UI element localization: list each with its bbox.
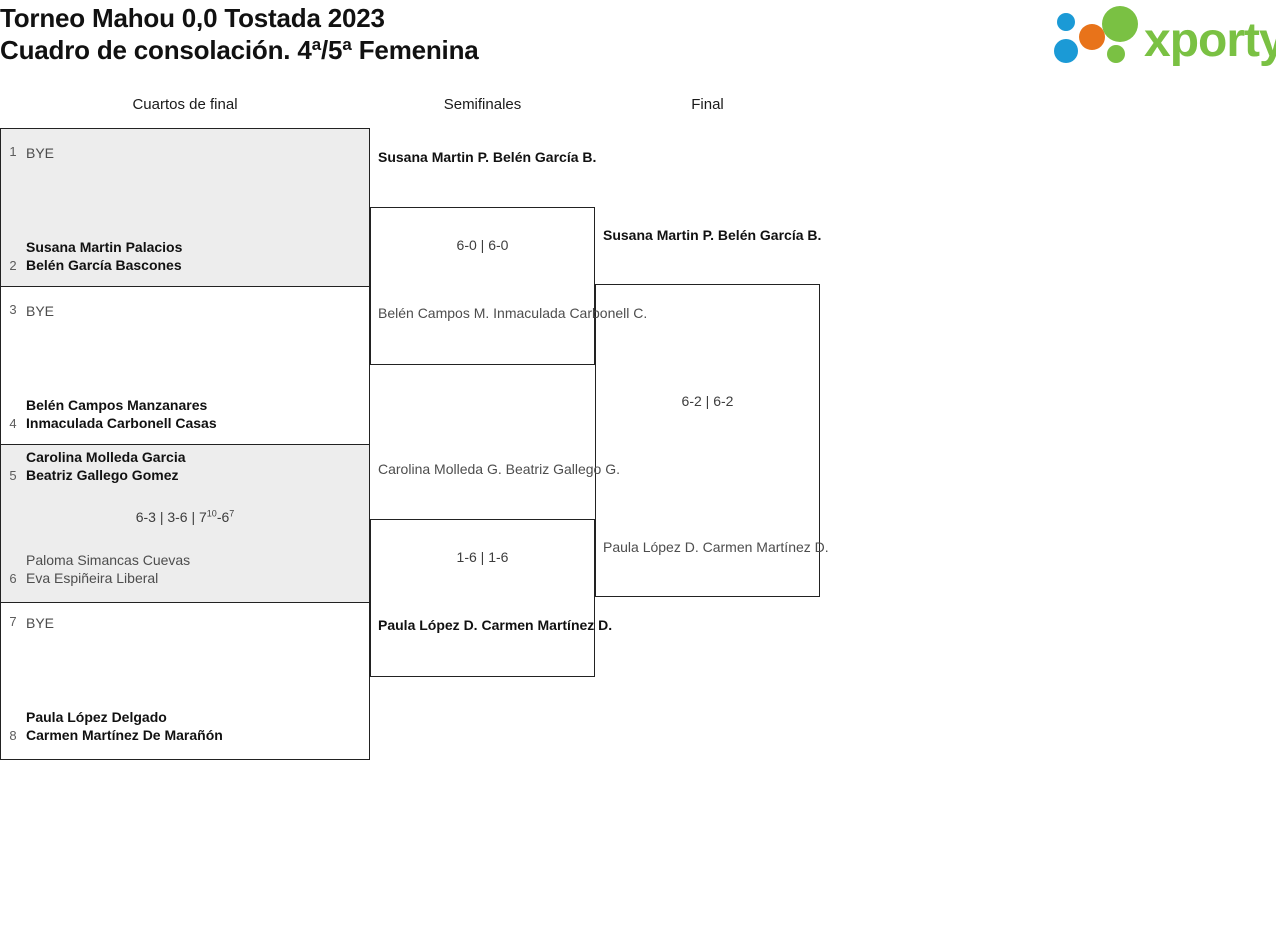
- seed-number: 5: [9, 468, 17, 483]
- team-slot-sf1-bottom[interactable]: Belén Campos M. Inmaculada Carbonell C.: [378, 305, 648, 321]
- team-slot-qf2-top[interactable]: 3 BYE: [0, 302, 54, 320]
- match-box-sf-2[interactable]: [370, 519, 595, 677]
- team-slot-qf4-bottom[interactable]: 8 Paula López Delgado Carmen Martínez De…: [0, 708, 223, 744]
- round-header-quarterfinals: Cuartos de final: [132, 96, 238, 113]
- draw-subtitle: Cuadro de consolación. 4ª/5ª Femenina: [0, 35, 479, 65]
- seed-number: 4: [9, 416, 17, 431]
- team-slot-sf2-top[interactable]: Carolina Molleda G. Beatriz Gallego G.: [378, 461, 621, 477]
- page-title: Torneo Mahou 0,0 Tostada 2023 Cuadro de …: [0, 2, 479, 66]
- team-names: Belén Campos Manzanares Inmaculada Carbo…: [26, 397, 217, 431]
- tournament-name: Torneo Mahou 0,0 Tostada 2023: [0, 3, 385, 33]
- match-box-qf-4[interactable]: [0, 602, 370, 760]
- team-slot-final-bottom[interactable]: Paula López D. Carmen Martínez D.: [603, 539, 829, 555]
- match-box-sf-1[interactable]: [370, 207, 595, 365]
- team-name-bye: BYE: [26, 145, 55, 161]
- team-names: Susana Martin Palacios Belén García Basc…: [26, 239, 183, 273]
- match-score-qf3: 6-3 | 3-6 | 710-67: [135, 508, 235, 525]
- match-box-qf-2[interactable]: [0, 286, 370, 444]
- seed-number: 2: [9, 258, 17, 273]
- team-slot-qf1-bottom[interactable]: 2 Susana Martin Palacios Belén García Ba…: [0, 238, 182, 274]
- team-names: Carolina Molleda Garcia Beatriz Gallego …: [26, 449, 186, 483]
- match-box-final[interactable]: [595, 284, 820, 597]
- team-name-bye: BYE: [26, 303, 55, 319]
- team-slot-sf1-top[interactable]: Susana Martin P. Belén García B.: [378, 149, 597, 165]
- team-slot-qf3-top[interactable]: 5 Carolina Molleda Garcia Beatriz Galleg…: [0, 448, 186, 484]
- match-score-final: 6-2 | 6-2: [681, 393, 734, 409]
- team-name-bye: BYE: [26, 615, 55, 631]
- team-slot-final-top[interactable]: Susana Martin P. Belén García B.: [603, 227, 822, 243]
- match-box-qf-3[interactable]: [0, 444, 370, 602]
- seed-number: 6: [9, 571, 17, 586]
- team-names: Paula López Delgado Carmen Martínez De M…: [26, 709, 223, 743]
- match-box-qf-1[interactable]: [0, 128, 370, 286]
- match-score-sf2: 1-6 | 1-6: [456, 549, 509, 565]
- seed-number: 3: [9, 302, 17, 317]
- round-header-final: Final: [691, 96, 724, 113]
- team-slot-qf1-top[interactable]: 1 BYE: [0, 144, 54, 162]
- team-slot-sf2-bottom[interactable]: Paula López D. Carmen Martínez D.: [378, 617, 613, 633]
- seed-number: 1: [9, 144, 17, 159]
- team-slot-qf2-bottom[interactable]: 4 Belén Campos Manzanares Inmaculada Car…: [0, 396, 217, 432]
- match-score-sf1: 6-0 | 6-0: [456, 237, 509, 253]
- team-names: Paloma Simancas Cuevas Eva Espiñeira Lib…: [26, 552, 191, 586]
- seed-number: 7: [9, 614, 17, 629]
- svg-text:xporty: xporty: [1144, 14, 1276, 67]
- xporty-logo[interactable]: xporty: [1048, 6, 1276, 68]
- round-header-semifinals: Semifinales: [443, 96, 522, 113]
- team-slot-qf4-top[interactable]: 7 BYE: [0, 614, 54, 632]
- seed-number: 8: [9, 728, 17, 743]
- team-slot-qf3-bottom[interactable]: 6 Paloma Simancas Cuevas Eva Espiñeira L…: [0, 551, 190, 587]
